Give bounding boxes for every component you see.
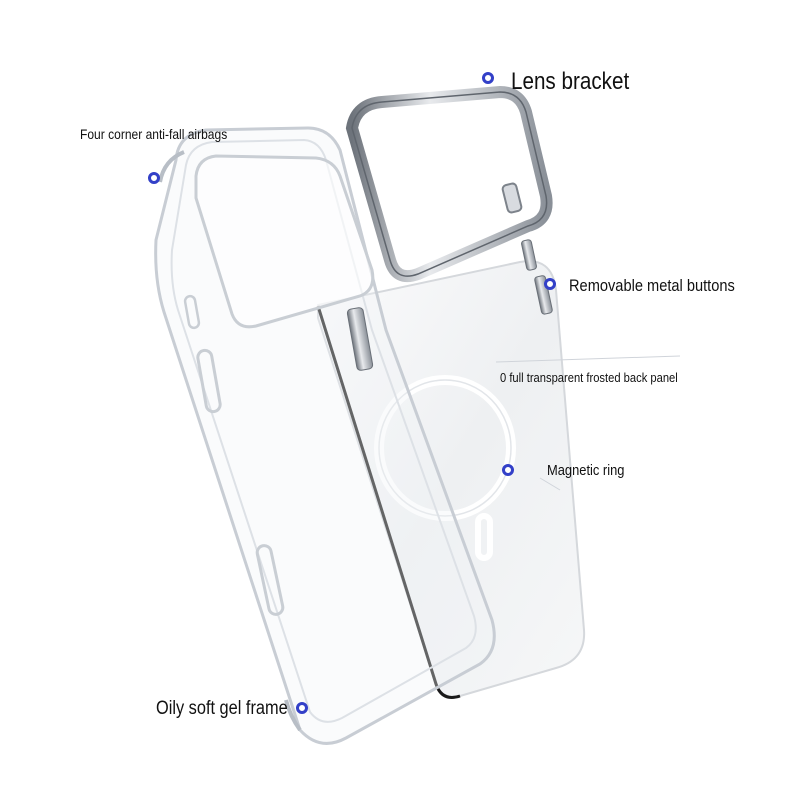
marker-dot-icon [148, 172, 160, 184]
label-magnetic-ring: Magnetic ring [547, 462, 625, 479]
lens-bracket [345, 85, 553, 283]
metal-buttons [346, 239, 553, 371]
leader-lines [495, 355, 681, 491]
frosted-back-panel [316, 260, 586, 699]
marker-dot-icon [296, 702, 308, 714]
soft-gel-frame [154, 126, 496, 745]
label-lens-bracket: Lens bracket [511, 68, 630, 95]
magnetic-ring [374, 375, 516, 561]
label-corner-airbags: Four corner anti-fall airbags [80, 126, 228, 142]
marker-dot-icon [544, 278, 556, 290]
label-metal-buttons: Removable metal buttons [569, 276, 735, 295]
label-gel-frame: Oily soft gel frame [156, 698, 288, 719]
marker-dot-icon [482, 72, 494, 84]
marker-dot-icon [502, 464, 514, 476]
label-back-panel: 0 full transparent frosted back panel [500, 370, 678, 385]
